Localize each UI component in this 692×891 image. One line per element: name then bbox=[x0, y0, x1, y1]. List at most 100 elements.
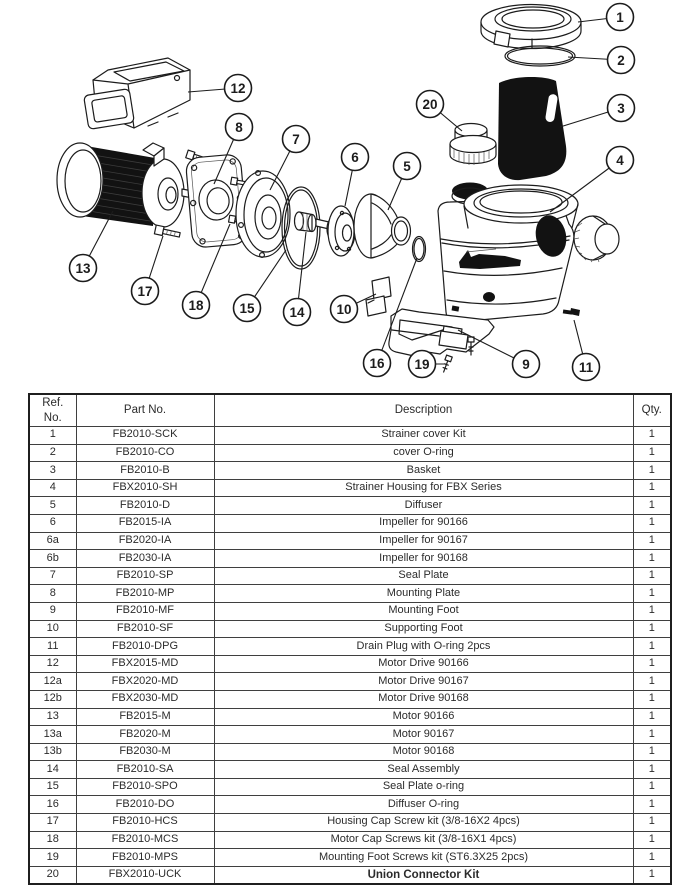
callout-9: 9 bbox=[457, 329, 541, 379]
callout-10: 10 bbox=[329, 293, 377, 324]
callout-1: 1 bbox=[577, 2, 635, 32]
callout-circle bbox=[340, 142, 370, 172]
supporting-foot-part bbox=[365, 276, 392, 317]
callout-number: 4 bbox=[616, 153, 624, 168]
table-header-row: Ref.No. Part No. Description Qty. bbox=[28, 393, 672, 427]
qty-cell: 1 bbox=[632, 707, 672, 727]
part-no-cell: FB2010-SCK bbox=[75, 426, 215, 445]
callout-number: 18 bbox=[188, 298, 204, 313]
part-no-cell: FB2010-MPS bbox=[75, 848, 215, 867]
ref-no-cell: 13b bbox=[28, 742, 77, 762]
seal-assembly-part bbox=[293, 211, 330, 233]
description-cell: Strainer Housing for FBX Series bbox=[213, 478, 634, 498]
description-cell: Mounting Foot Screws kit (ST6.3X25 2pcs) bbox=[213, 848, 634, 867]
ref-no-cell: 4 bbox=[28, 478, 77, 498]
part-no-cell: FB2020-M bbox=[75, 725, 215, 744]
union-connector-right-part bbox=[573, 215, 620, 263]
description-cell: Motor Drive 90167 bbox=[213, 672, 634, 691]
callout-circle bbox=[232, 293, 262, 323]
qty-cell: 1 bbox=[632, 654, 672, 674]
callout-number: 11 bbox=[579, 360, 594, 375]
callout-circle bbox=[281, 124, 311, 154]
strainer-housing-part bbox=[437, 182, 620, 323]
description-cell: Drain Plug with O-ring 2pcs bbox=[213, 637, 634, 656]
ref-no-cell: 17 bbox=[28, 813, 77, 832]
part-no-cell: FB2015-IA bbox=[75, 513, 215, 533]
qty-cell: 1 bbox=[632, 637, 672, 656]
description-cell: Supporting Foot bbox=[213, 619, 634, 639]
callout-leader-line bbox=[376, 257, 418, 364]
ref-no-cell: 14 bbox=[28, 760, 77, 779]
qty-cell: 1 bbox=[632, 461, 672, 480]
ref-no-cell: 6b bbox=[28, 549, 77, 568]
col-header-ref-no: Ref.No. bbox=[28, 393, 77, 427]
description-cell: Mounting Plate bbox=[213, 584, 634, 603]
part-no-cell: FB2010-MF bbox=[75, 601, 215, 621]
callout-circle bbox=[130, 276, 160, 306]
callout-circle bbox=[415, 89, 445, 119]
description-cell: Motor Drive 90166 bbox=[213, 654, 634, 674]
callout-19: 19 bbox=[407, 349, 446, 379]
description-cell: Mounting Foot bbox=[213, 601, 634, 621]
qty-cell: 1 bbox=[632, 566, 672, 586]
ref-no-cell: 18 bbox=[28, 830, 77, 850]
callout-number: 5 bbox=[403, 159, 411, 174]
callout-17: 17 bbox=[130, 235, 164, 306]
callout-14: 14 bbox=[282, 231, 312, 327]
col-header-part-no: Part No. bbox=[75, 393, 215, 427]
callout-circle bbox=[329, 294, 359, 324]
qty-cell: 1 bbox=[632, 725, 672, 744]
seal-plate-o-ring-part bbox=[281, 186, 321, 270]
callout-number: 12 bbox=[230, 81, 245, 96]
callout-leader-line bbox=[195, 223, 231, 306]
strainer-cover-part bbox=[480, 3, 582, 50]
qty-cell: 1 bbox=[632, 601, 672, 621]
part-no-cell: FB2010-DO bbox=[75, 795, 215, 815]
callout-number: 15 bbox=[239, 301, 255, 316]
callout-12: 12 bbox=[187, 73, 253, 103]
callout-3: 3 bbox=[559, 93, 636, 128]
ref-no-cell: 5 bbox=[28, 496, 77, 515]
description-cell: Motor 90168 bbox=[213, 742, 634, 762]
callout-number: 19 bbox=[414, 357, 429, 372]
callout-15: 15 bbox=[232, 249, 287, 323]
description-cell: Union Connector Kit bbox=[213, 865, 634, 885]
qty-cell: 1 bbox=[632, 619, 672, 639]
description-cell: Basket bbox=[213, 461, 634, 480]
callout-number: 8 bbox=[235, 120, 243, 135]
qty-cell: 1 bbox=[632, 830, 672, 850]
qty-cell: 1 bbox=[632, 777, 672, 797]
description-cell: Impeller for 90168 bbox=[213, 549, 634, 568]
callout-circle bbox=[224, 112, 254, 142]
callout-circle bbox=[392, 151, 422, 181]
ref-no-cell: 8 bbox=[28, 584, 77, 603]
description-cell: Seal Plate o-ring bbox=[213, 777, 634, 797]
callout-circle bbox=[571, 352, 601, 382]
ref-no-cell: 16 bbox=[28, 795, 77, 815]
seal-plate-part bbox=[235, 170, 291, 259]
cover-o-ring-part bbox=[504, 45, 576, 67]
callout-6: 6 bbox=[340, 142, 370, 207]
callout-circle bbox=[606, 93, 636, 123]
qty-cell: 1 bbox=[632, 742, 672, 762]
callout-number: 17 bbox=[137, 284, 152, 299]
qty-cell: 1 bbox=[632, 443, 672, 463]
ref-no-cell: 20 bbox=[28, 865, 77, 885]
part-no-cell: FB2010-SF bbox=[75, 619, 215, 639]
qty-cell: 1 bbox=[632, 795, 672, 815]
callout-circle bbox=[407, 349, 437, 379]
